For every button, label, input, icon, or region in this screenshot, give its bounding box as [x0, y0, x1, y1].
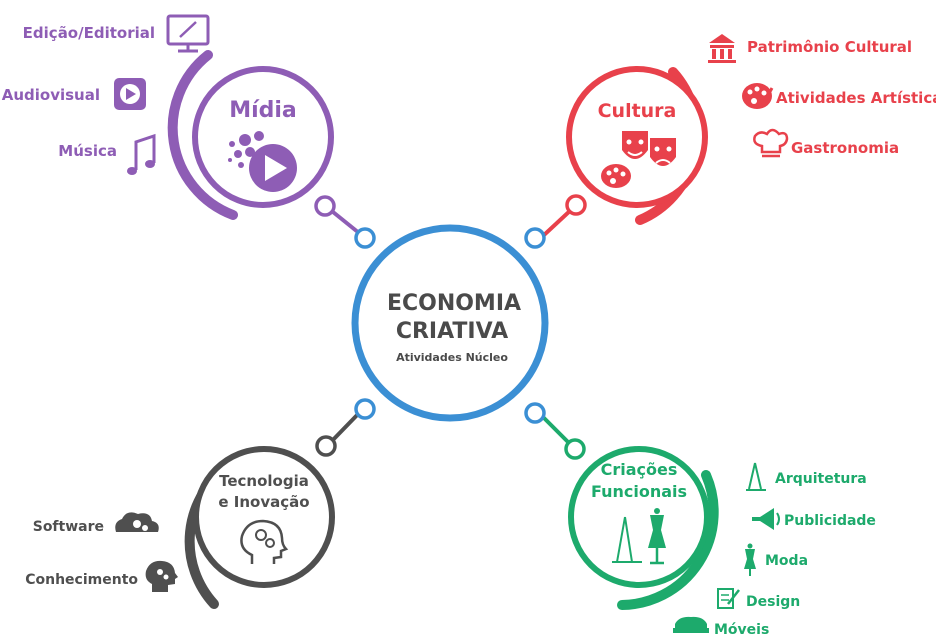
cultura-node: Cultura Patrimônio Cult [565, 34, 936, 225]
criacoes-node-dot [564, 438, 586, 460]
tecnologia-node: Tecnologia e Inovação Software Conhecime… [25, 435, 337, 609]
music-note-icon [127, 133, 156, 175]
document-pencil-icon [717, 588, 740, 609]
head-gears-icon [240, 519, 289, 564]
dress-form-icon [744, 543, 756, 576]
tecnologia-title-line1: Tecnologia [219, 472, 309, 490]
head-gear-icon [145, 560, 178, 592]
theater-masks-icon [622, 131, 676, 166]
megaphone-icon [752, 508, 780, 530]
sofa-icon [673, 616, 709, 633]
midia-item-musica: Música [58, 142, 117, 160]
palette-small-icon [601, 164, 631, 188]
center-title-line1: ECONOMIA [387, 291, 521, 316]
center-subtitle: Atividades Núcleo [396, 351, 508, 364]
compass-icon [746, 462, 766, 491]
cultura-item-gastronomia: Gastronomia [791, 139, 899, 157]
midia-outer-arc [167, 50, 238, 220]
center-node-dot-br [524, 402, 546, 424]
tecnologia-ring [193, 446, 335, 588]
midia-item-audiovisual: Audiovisual [2, 86, 100, 104]
midia-item-edicao: Edição/Editorial [23, 24, 155, 42]
mannequin-icon [648, 508, 666, 565]
midia-title: Mídia [229, 98, 297, 123]
cultura-title: Cultura [598, 100, 677, 122]
center-node-dot-bl [354, 398, 376, 420]
midia-node-dot [314, 195, 336, 217]
center-ring [351, 224, 549, 422]
museum-icon [708, 34, 736, 63]
tecnologia-title-line2: e Inovação [218, 493, 309, 511]
criacoes-item-moda: Moda [765, 553, 808, 569]
criacoes-title-line1: Criações [601, 460, 678, 479]
criacoes-item-moveis: Móveis [714, 622, 769, 635]
criacoes-title-line2: Funcionais [591, 482, 687, 501]
palette-icon [742, 83, 774, 109]
media-play-icon [228, 131, 297, 192]
chef-hat-icon [753, 128, 789, 158]
cultura-item-artisticas: Atividades Artísticas [776, 89, 936, 107]
midia-node: Mídia Edição/Editorial Audiovisual M [2, 14, 336, 220]
center-node: ECONOMIA CRIATIVA Atividades Núcleo [351, 224, 549, 424]
monitor-pencil-icon [166, 14, 210, 53]
center-node-dot-tl [354, 227, 376, 249]
tecnologia-item-conhecimento: Conhecimento [25, 572, 138, 588]
connector-cultura [542, 207, 574, 237]
criacoes-node: Criações Funcionais Arquitetura Publicid… [564, 438, 876, 635]
criacoes-item-publicidade: Publicidade [784, 513, 876, 529]
criacoes-item-arquitetura: Arquitetura [775, 471, 867, 487]
center-node-dot-tr [524, 227, 546, 249]
compass-ruler-icon [612, 516, 642, 563]
criacoes-outer-arc [617, 470, 719, 610]
cultura-item-patrimonio: Patrimônio Cultural [747, 38, 912, 56]
cultura-node-dot [565, 194, 587, 216]
tecnologia-item-software: Software [33, 519, 104, 535]
criacoes-item-design: Design [746, 594, 800, 610]
play-icon [114, 78, 146, 110]
cloud-gear-icon [115, 512, 159, 532]
tecnologia-node-dot [315, 435, 337, 457]
criacoes-ring [568, 446, 710, 588]
center-title-line2: CRIATIVA [396, 319, 508, 344]
